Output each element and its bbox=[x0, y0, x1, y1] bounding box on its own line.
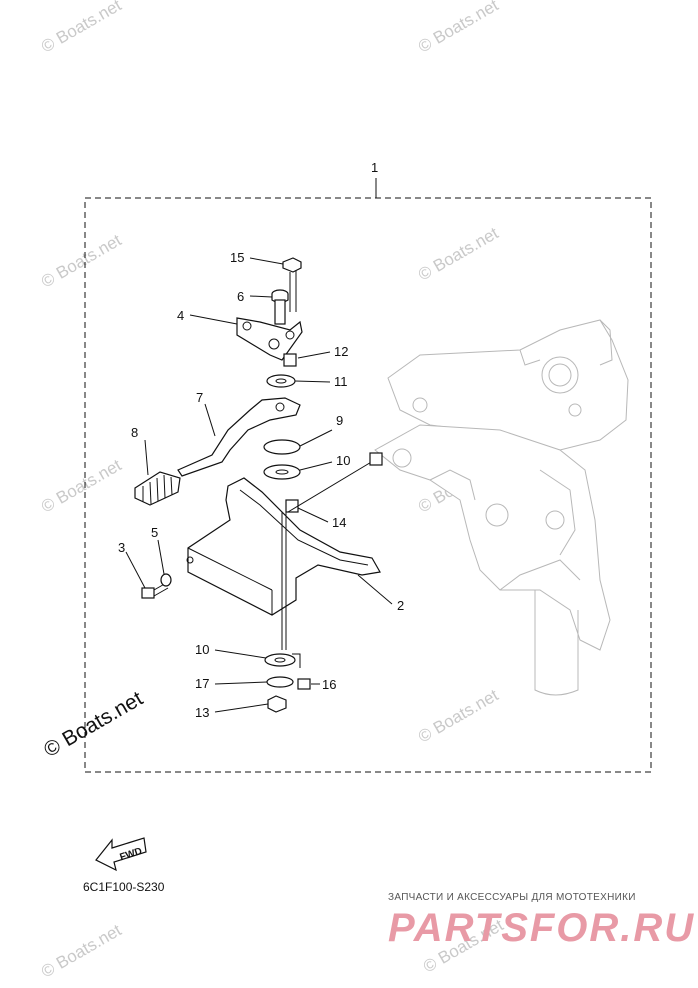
callout-13: 13 bbox=[195, 705, 209, 720]
bolt-15 bbox=[282, 257, 302, 312]
nut-13 bbox=[267, 695, 287, 713]
washer-10-lower bbox=[264, 653, 301, 668]
callout-2: 2 bbox=[397, 598, 404, 613]
collar-14 bbox=[285, 499, 299, 513]
callout-5: 5 bbox=[151, 525, 158, 540]
callout-7: 7 bbox=[196, 390, 203, 405]
assembly-frame bbox=[84, 197, 652, 773]
washer-11 bbox=[266, 374, 296, 388]
callout-1: 1 bbox=[371, 160, 378, 175]
callout-11: 11 bbox=[334, 374, 348, 389]
bracket-2 bbox=[186, 452, 383, 650]
fwd-arrow-icon: FWD bbox=[95, 837, 147, 872]
callout-12: 12 bbox=[334, 344, 348, 359]
plate-4 bbox=[236, 317, 303, 361]
shop-logo: PARTSFOR.RU bbox=[388, 906, 696, 950]
nut-16 bbox=[297, 678, 311, 690]
bolt-6 bbox=[271, 289, 289, 325]
callout-17: 17 bbox=[195, 676, 209, 691]
washer-17 bbox=[266, 676, 294, 688]
diagram-code: 6C1F100-S230 bbox=[83, 880, 165, 894]
washer-5 bbox=[160, 573, 172, 587]
callout-16: 16 bbox=[322, 677, 336, 692]
nut-12 bbox=[283, 353, 297, 367]
washer-10-upper bbox=[263, 464, 301, 480]
callout-4: 4 bbox=[177, 308, 184, 323]
callout-10-lower: 10 bbox=[195, 642, 209, 657]
callout-3: 3 bbox=[118, 540, 125, 555]
callout-9: 9 bbox=[336, 413, 343, 428]
callout-8: 8 bbox=[131, 425, 138, 440]
shop-tagline: ЗАПЧАСТИ И АКСЕССУАРЫ ДЛЯ МОТОТЕХНИКИ bbox=[388, 892, 636, 903]
washer-9 bbox=[263, 439, 301, 455]
leader-lines bbox=[125, 257, 393, 713]
callout-10-upper: 10 bbox=[336, 453, 350, 468]
callout-14: 14 bbox=[332, 515, 346, 530]
lever-7 bbox=[177, 397, 301, 477]
housing-ghost bbox=[374, 319, 629, 696]
pad-8 bbox=[134, 471, 181, 506]
callout-15: 15 bbox=[230, 250, 244, 265]
callout-6: 6 bbox=[237, 289, 244, 304]
